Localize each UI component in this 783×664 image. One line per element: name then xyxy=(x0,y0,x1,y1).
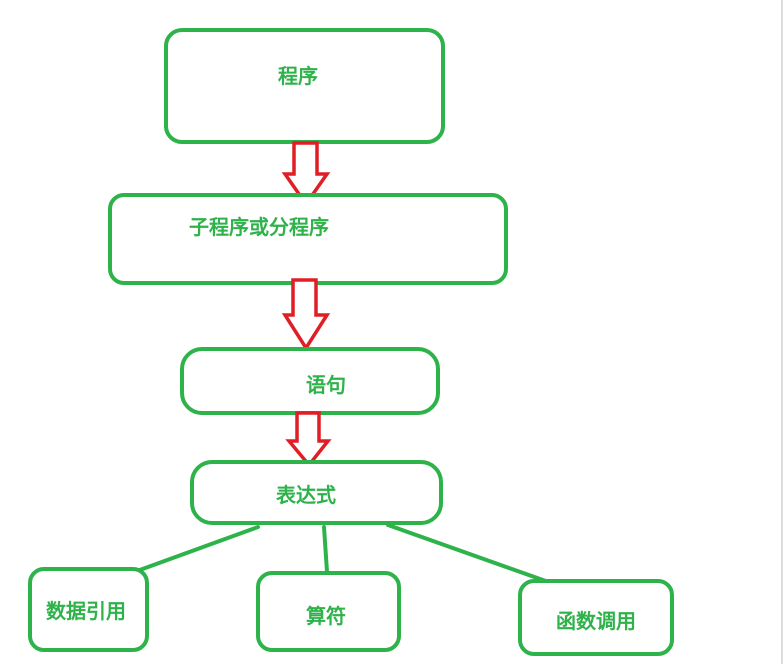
node-subprogram-box xyxy=(108,193,508,285)
node-subprogram: 子程序或分程序 xyxy=(108,193,508,285)
node-operator-box xyxy=(256,571,401,652)
connector-to-data-reference xyxy=(135,525,260,573)
node-expression: 表达式 xyxy=(190,460,443,525)
node-function-call: 函数调用 xyxy=(518,579,674,656)
window-edge xyxy=(781,0,783,664)
node-program-label: 程序 xyxy=(278,64,318,88)
node-program: 程序 xyxy=(164,28,445,144)
node-data-reference-label: 数据引用 xyxy=(46,599,126,623)
down-arrow-2 xyxy=(281,278,331,352)
down-arrow-3 xyxy=(285,411,332,468)
node-expression-label: 表达式 xyxy=(276,483,336,507)
node-function-call-box xyxy=(518,579,674,656)
node-operator: 算符 xyxy=(256,571,401,652)
node-operator-label: 算符 xyxy=(306,604,346,628)
connector-to-function-call xyxy=(386,523,559,587)
node-statement-label: 语句 xyxy=(306,373,346,397)
node-statement: 语句 xyxy=(180,347,440,415)
node-function-call-label: 函数调用 xyxy=(556,609,636,633)
node-data-reference-box xyxy=(28,567,149,652)
connector-to-operator xyxy=(322,525,329,574)
node-data-reference: 数据引用 xyxy=(28,567,149,652)
node-expression-box xyxy=(190,460,443,525)
node-subprogram-label: 子程序或分程序 xyxy=(189,215,329,239)
down-arrow-1 xyxy=(281,141,331,208)
